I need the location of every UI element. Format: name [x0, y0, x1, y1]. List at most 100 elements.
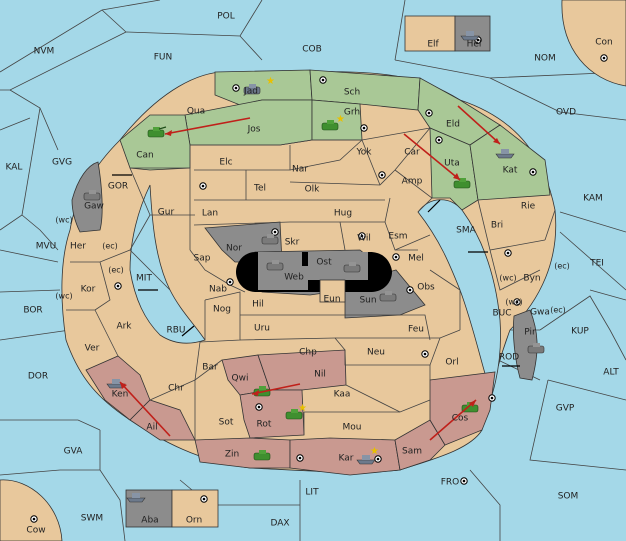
green-territory [119, 69, 551, 211]
province-elf[interactable] [404, 15, 456, 52]
svg-text:Web: Web [284, 273, 304, 283]
svg-text:Cos: Cos [452, 414, 469, 424]
province-nil[interactable] [257, 349, 347, 391]
svg-text:Nog: Nog [213, 305, 231, 315]
province-orn[interactable] [171, 489, 219, 528]
svg-text:Qwi: Qwi [232, 374, 249, 384]
svg-text:Elf: Elf [427, 40, 439, 50]
svg-text:Sun: Sun [359, 296, 376, 306]
province-hel[interactable] [454, 15, 491, 52]
svg-text:Orn: Orn [186, 516, 202, 526]
fleet-icon [460, 31, 480, 41]
svg-text:Hel: Hel [467, 40, 482, 50]
svg-text:(ec): (ec) [102, 242, 118, 251]
svg-text:NVM: NVM [34, 47, 55, 57]
svg-text:Gaw: Gaw [84, 202, 104, 212]
svg-text:Sch: Sch [344, 88, 360, 98]
svg-text:MVU: MVU [36, 242, 57, 252]
inner-sea-channel-west [129, 184, 206, 344]
svg-text:Gwa: Gwa [530, 308, 550, 318]
svg-text:GOR: GOR [108, 182, 128, 192]
star-icon: ★ [266, 76, 275, 87]
svg-text:Kat: Kat [503, 166, 518, 176]
province-sch[interactable] [309, 69, 421, 111]
province-skr[interactable] [280, 252, 302, 266]
svg-text:Her: Her [70, 242, 86, 252]
province-zin[interactable] [194, 437, 291, 469]
svg-text:Mel: Mel [408, 254, 424, 264]
svg-text:Eun: Eun [323, 295, 340, 305]
svg-text:Obs: Obs [417, 283, 435, 293]
svg-text:KUP: KUP [571, 327, 589, 337]
svg-text:FUN: FUN [154, 53, 173, 63]
svg-text:Kor: Kor [81, 285, 96, 295]
svg-text:Bri: Bri [491, 221, 503, 231]
svg-text:Neu: Neu [367, 348, 385, 358]
svg-text:GVA: GVA [64, 447, 84, 457]
svg-text:KAL: KAL [6, 163, 23, 173]
svg-text:Hug: Hug [334, 209, 352, 219]
svg-text:OVD: OVD [556, 108, 576, 118]
svg-text:GVP: GVP [556, 404, 575, 414]
svg-text:NOM: NOM [534, 54, 556, 64]
supply-centers [30, 36, 608, 523]
province-sam[interactable] [394, 419, 446, 471]
svg-text:Feu: Feu [408, 325, 424, 335]
province-labels: Elf Hel Jad Sch Qua Jos Grh Eld Can Elc … [70, 40, 550, 526]
svg-text:Wil: Wil [357, 234, 371, 244]
svg-text:(ec): (ec) [108, 266, 124, 275]
svg-text:Car: Car [404, 148, 420, 158]
svg-text:Bar: Bar [202, 363, 218, 373]
svg-text:COB: COB [302, 45, 322, 55]
star-icon: ★ [370, 446, 379, 457]
svg-text:Orl: Orl [445, 358, 458, 368]
svg-text:Byn: Byn [523, 274, 540, 284]
province-web[interactable] [280, 266, 308, 290]
star-icon: ★ [336, 114, 345, 125]
province-pir[interactable] [512, 309, 538, 381]
svg-text:Nab: Nab [209, 285, 227, 295]
fleet-icon [356, 455, 376, 465]
province-web-west[interactable] [258, 252, 280, 290]
svg-text:Chp: Chp [299, 348, 317, 358]
tank-icon [321, 120, 339, 131]
svg-text:Amp: Amp [402, 177, 423, 187]
svg-text:(wc): (wc) [499, 274, 516, 283]
svg-text:MIT: MIT [136, 274, 152, 284]
province-eun[interactable] [319, 279, 346, 303]
svg-text:Nar: Nar [292, 165, 308, 175]
sea-labels: POL NVM FUN COB NOM Con OVD KAL GVG GOR … [6, 12, 620, 536]
svg-text:BOR: BOR [23, 306, 42, 316]
svg-text:ALT: ALT [603, 368, 619, 378]
svg-text:SOM: SOM [558, 492, 579, 502]
svg-text:Aba: Aba [141, 516, 158, 526]
svg-text:Nor: Nor [226, 244, 242, 254]
svg-text:LIT: LIT [305, 488, 319, 498]
svg-text:(ec): (ec) [550, 306, 566, 315]
svg-text:Chr: Chr [168, 384, 184, 394]
svg-text:Jos: Jos [247, 125, 261, 135]
svg-text:Olk: Olk [305, 185, 321, 195]
svg-text:Qua: Qua [187, 107, 205, 117]
province-kat[interactable] [469, 124, 551, 201]
tank-icon [147, 126, 167, 138]
svg-text:Lan: Lan [202, 209, 218, 219]
svg-text:KAM: KAM [583, 194, 603, 204]
svg-text:Ail: Ail [146, 423, 157, 433]
svg-text:Rie: Rie [521, 202, 536, 212]
svg-text:BUC: BUC [492, 309, 511, 319]
svg-text:Skr: Skr [285, 238, 300, 248]
svg-text:Elc: Elc [219, 158, 232, 168]
svg-text:DAX: DAX [270, 519, 289, 529]
svg-text:Kaa: Kaa [334, 390, 351, 400]
svg-text:ROD: ROD [499, 353, 519, 363]
svg-text:Kar: Kar [339, 454, 354, 464]
svg-text:POL: POL [217, 12, 235, 22]
tank-icon [343, 262, 361, 273]
tank-icon [453, 178, 471, 189]
svg-text:Uta: Uta [444, 159, 460, 169]
svg-text:SMA: SMA [456, 226, 476, 236]
